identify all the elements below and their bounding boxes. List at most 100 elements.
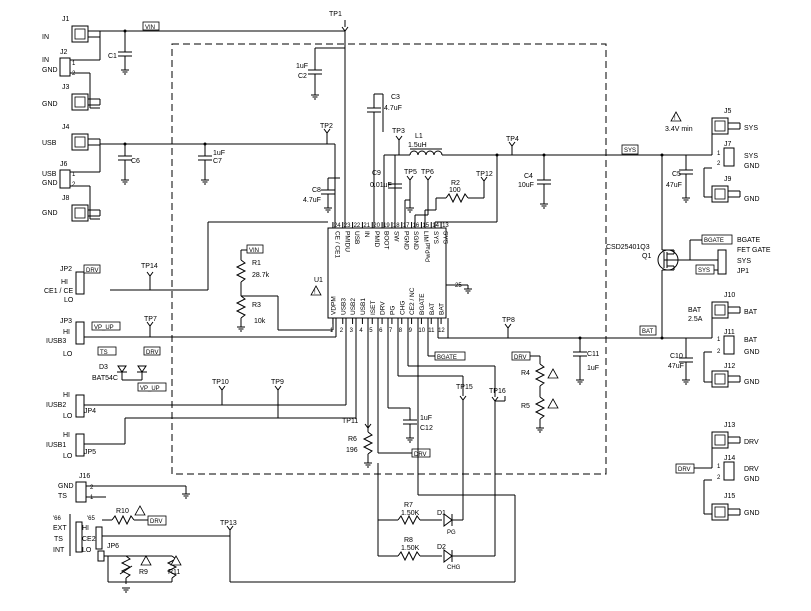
diode-d1[interactable]: D1 PG <box>437 510 463 536</box>
svg-text:J2: J2 <box>60 49 68 56</box>
connector-j3[interactable]: J3 GND <box>42 84 101 111</box>
ic-pin-name-22: USB <box>353 231 360 244</box>
svg-text:BAT54C: BAT54C <box>92 375 118 382</box>
testpoint-tp7[interactable]: TP7 <box>144 316 157 337</box>
connector-j7[interactable]: J7 SYS GND 1 2 <box>717 141 760 170</box>
svg-text:SYS: SYS <box>624 148 636 154</box>
testpoint-tp11[interactable]: TP11 <box>342 418 372 429</box>
connector-j13[interactable]: J13 DRV <box>711 422 759 449</box>
connector-j14[interactable]: J14 DRV GND 1 2 <box>717 455 760 483</box>
testpoint-tp4[interactable]: TP4 <box>506 136 519 155</box>
testpoint-tp1[interactable]: TP1 <box>329 11 349 32</box>
connector-j1[interactable]: J1 IN <box>42 16 101 43</box>
svg-text:C8: C8 <box>312 187 321 194</box>
resistor-r8[interactable]: R8 1.50K <box>378 537 442 562</box>
svg-text:TP12: TP12 <box>476 171 493 178</box>
testpoint-tp3[interactable]: TP3 <box>392 128 405 155</box>
capacitor-c6[interactable]: C6 <box>118 144 140 185</box>
testpoint-tp16[interactable]: TP16 <box>489 388 506 402</box>
svg-text:1: 1 <box>717 464 721 470</box>
ic-u1[interactable]: U1 ! PwPad 25 <box>310 227 473 319</box>
testpoint-tp6[interactable]: TP6 <box>421 169 434 181</box>
resistor-r3[interactable]: R3 10k <box>235 295 266 332</box>
testpoint-tp13[interactable]: TP13 <box>220 520 237 582</box>
testpoint-tp12[interactable]: TP12 <box>476 171 493 198</box>
svg-text:C7: C7 <box>213 158 222 165</box>
resistor-r7[interactable]: R7 1.50K <box>378 502 442 526</box>
jumper-jp6[interactable]: JP6 <box>97 543 172 583</box>
svg-text:47uF: 47uF <box>668 363 684 370</box>
capacitor-c3[interactable]: C3 4.7uF <box>367 93 402 228</box>
net-tag-vp-up-2: VP_UP <box>137 382 167 392</box>
jumper-jp4[interactable]: HI IUSB2 LO JP4 <box>46 392 96 420</box>
testpoint-tp5[interactable]: TP5 <box>404 169 417 181</box>
diode-d2[interactable]: D2 CHG <box>437 544 495 571</box>
capacitor-c11[interactable]: C11 1uF <box>573 338 599 385</box>
capacitor-c5[interactable]: C5 47uF <box>666 155 693 203</box>
connector-j4[interactable]: J4 USB <box>42 124 101 151</box>
svg-text:CSD25401Q3: CSD25401Q3 <box>606 244 650 251</box>
ic-pin-name-18: SW <box>392 231 399 242</box>
connector-j11[interactable]: J11 BAT GND 1 2 <box>717 329 760 356</box>
resistor-r1[interactable]: R1 28.7k <box>235 250 270 296</box>
resistor-r6[interactable]: R6 196 <box>346 431 374 468</box>
resistor-r4[interactable]: R4 <box>521 356 559 397</box>
testpoint-tp14[interactable]: TP14 <box>141 263 158 290</box>
resistor-r10[interactable]: R10 <box>102 505 148 526</box>
jumper-jp5[interactable]: HI IUSB1 LO JP5 <box>46 432 96 460</box>
inductor-l1[interactable]: L1 1.5uH <box>408 133 443 156</box>
ic-pin-name-1: VDPM <box>330 296 337 315</box>
svg-text:Q1: Q1 <box>642 253 651 260</box>
svg-text:LO: LO <box>82 547 92 554</box>
svg-text:R8: R8 <box>404 537 413 544</box>
testpoint-tp10[interactable]: TP10 <box>212 379 229 405</box>
svg-text:1uF: 1uF <box>213 150 225 157</box>
testpoint-tp2[interactable]: TP2 <box>320 123 333 144</box>
svg-text:J11: J11 <box>724 329 735 336</box>
connector-j5[interactable]: J5 SYS <box>711 108 758 135</box>
testpoint-tp9[interactable]: TP9 <box>271 379 284 418</box>
connector-j9[interactable]: J9 GND <box>711 176 760 203</box>
resistor-r9[interactable]: R9 <box>119 555 152 593</box>
jumper-jp3[interactable]: JP3 HI IUSB3 LO <box>46 318 85 358</box>
resistor-r2[interactable]: R2 100 <box>445 180 484 204</box>
capacitor-c9[interactable]: C9 0.01uF <box>370 170 402 189</box>
svg-text:4.7uF: 4.7uF <box>303 197 321 204</box>
ic-pin-name-16: SGND <box>412 231 419 250</box>
fet-q1[interactable]: CSD25401Q3 Q1 <box>606 244 690 271</box>
capacitor-c1[interactable]: C1 <box>108 31 132 75</box>
svg-text:J5: J5 <box>724 108 732 115</box>
ts-selector[interactable]: '66 '65 EXT TS INT HI CE2 LO <box>53 514 103 556</box>
svg-text:GND: GND <box>744 510 760 517</box>
resistor-r11[interactable]: R11 <box>166 555 182 582</box>
svg-text:J4: J4 <box>62 124 70 131</box>
connector-j15[interactable]: J15 GND <box>711 493 760 521</box>
diode-d3[interactable]: D3 BAT54C <box>92 364 147 382</box>
capacitor-c2[interactable]: 1uF C2 <box>296 47 345 100</box>
capacitor-c8[interactable]: C8 4.7uF <box>303 177 340 213</box>
connector-j6[interactable]: J6 USB GND 1 2 <box>42 161 76 189</box>
connector-j12[interactable]: J12 GND <box>711 363 760 388</box>
connector-j2[interactable]: J2 IN GND 1 2 <box>42 49 76 77</box>
connector-j10[interactable]: J10 BAT BAT 2.5A <box>688 292 758 323</box>
svg-text:2: 2 <box>72 182 76 188</box>
capacitor-c4[interactable]: C4 10uF <box>518 155 551 209</box>
capacitor-c7[interactable]: 1uF C7 <box>198 144 225 185</box>
resistor-r5[interactable]: R5 <box>521 396 559 433</box>
capacitor-c12[interactable]: 1uF C12 <box>387 318 433 443</box>
svg-text:C6: C6 <box>131 158 140 165</box>
connector-j8[interactable]: J8 GND <box>42 195 101 222</box>
ic-pin-number-13: 13 <box>442 223 449 229</box>
testpoint-tp15[interactable]: TP15 <box>456 384 473 401</box>
capacitor-c10[interactable]: C10 47uF <box>668 338 693 385</box>
connector-j16[interactable]: J16 GND TS 2 1 <box>58 473 94 503</box>
net-tag-drv-5: DRV <box>675 463 695 474</box>
jumper-jp1[interactable]: SYS JP1 <box>717 249 751 275</box>
ic-pin-number-21: 21 <box>363 223 370 229</box>
jumper-jp2[interactable]: JP2 HI CE1 / CE LO <box>44 266 85 304</box>
svg-text:2: 2 <box>717 161 721 167</box>
svg-text:TP13: TP13 <box>220 520 237 527</box>
testpoint-tp8[interactable]: TP8 <box>502 317 515 338</box>
